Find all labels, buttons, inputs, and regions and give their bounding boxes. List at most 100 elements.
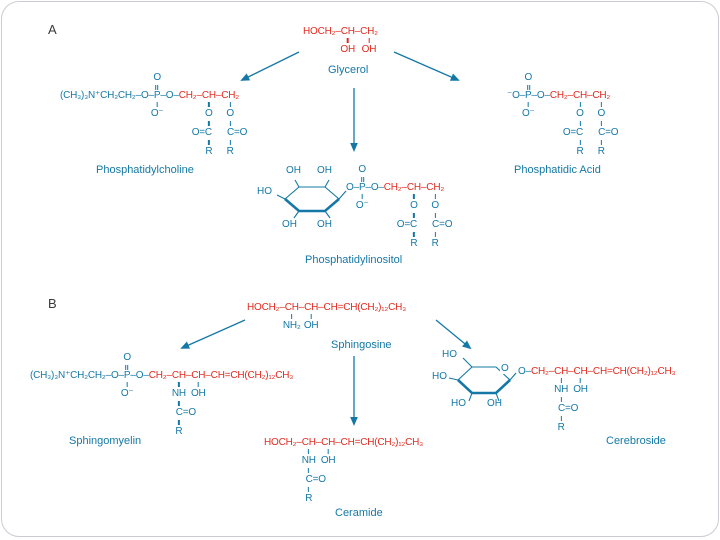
- phosphatidic-acid-label: Phosphatidic Acid: [514, 164, 601, 176]
- chain-column: HOCH₂: [303, 26, 336, 38]
- formula-fragment: CH: [284, 302, 299, 313]
- formula-fragment: –: [185, 370, 192, 381]
- inositol-ring-bond: [276, 194, 286, 200]
- formula-fragment: O: [346, 182, 354, 193]
- chain-column: O: [518, 366, 526, 378]
- atom-group: C=O: [226, 127, 248, 138]
- chain-column: –: [568, 90, 574, 102]
- ring-substituent-label: OH: [317, 219, 332, 230]
- double-bond: [155, 85, 159, 90]
- atom-group: OH: [320, 455, 336, 466]
- bond: [291, 314, 293, 319]
- double-bond: [125, 365, 129, 370]
- atom-group: R: [410, 238, 418, 249]
- bond: [308, 468, 310, 473]
- formula-fragment: –: [296, 437, 302, 448]
- branch-below: NH C=O R: [551, 377, 578, 434]
- branch-below: OH: [191, 381, 206, 400]
- formula-fragment: –: [587, 366, 594, 377]
- chain-column: (CH₃)₃N⁺CH₂CH₂: [60, 90, 136, 102]
- formula-fragment: –O–: [531, 90, 551, 101]
- formula-fragment: CH=CH(CH₂)₁₂CH₃: [592, 366, 676, 377]
- bond: [126, 382, 128, 387]
- chain-column: –: [355, 26, 361, 38]
- ring-substituent-label: HO: [451, 398, 466, 409]
- atom-group: R: [175, 426, 183, 437]
- atom-group: R: [557, 422, 565, 433]
- atom-group: R: [226, 146, 234, 157]
- branch-below: O⁻: [151, 101, 164, 120]
- atom-group: NH₂: [282, 320, 301, 331]
- formula-fragment: CH=CH(CH₂)₁₂CH₃: [340, 437, 424, 448]
- atom-group: O⁻: [355, 200, 369, 211]
- formula-fragment: P: [358, 182, 366, 193]
- atom-group: O: [358, 164, 366, 175]
- chain-column: CH=CH(CH₂)₁₂CH₃: [323, 302, 407, 314]
- formula-fragment: CH: [573, 366, 588, 377]
- atom-group: O: [524, 72, 533, 83]
- formula-fragment: (CH₃)₃N⁺CH₂CH₂: [30, 370, 106, 381]
- double-bond: [526, 85, 530, 90]
- atom-group: OH: [361, 44, 377, 55]
- ring-substituent-label: OH: [282, 219, 297, 230]
- bond: [579, 102, 581, 107]
- galactose-ring-front-edge: [457, 379, 511, 395]
- atom-group: C=O: [557, 403, 579, 414]
- bond: [413, 194, 415, 199]
- formula-fragment: –: [353, 182, 360, 193]
- branch-above: O: [358, 164, 366, 183]
- chain-column: –: [587, 366, 594, 378]
- galactose-ring-bond: [509, 372, 517, 381]
- chain-column: –: [549, 366, 555, 378]
- formula-fragment: –: [525, 366, 532, 377]
- ring-substituent-label: O: [500, 363, 510, 374]
- formula-fragment: CH: [201, 90, 216, 101]
- chain-column: CH OH: [573, 366, 588, 395]
- glycerol-label: Glycerol: [328, 64, 369, 76]
- formula-fragment: –: [215, 90, 222, 101]
- bond: [178, 382, 180, 387]
- ring-substituent-label: HO: [442, 349, 457, 360]
- formula-fragment: CH: [191, 370, 206, 381]
- chain-column: –: [196, 90, 202, 102]
- formula-fragment: –: [401, 182, 408, 193]
- atom-group: NH: [554, 384, 569, 395]
- inositol-ring-bond: [294, 179, 300, 188]
- chain-column: CH₂: [149, 370, 167, 382]
- bond: [361, 194, 363, 199]
- ring-substituent-label: OH: [487, 398, 502, 409]
- atom-group: O: [431, 200, 439, 211]
- chain-column: –: [318, 302, 324, 314]
- formula-fragment: CH=CH(CH₂)₁₂CH₃: [323, 302, 407, 313]
- bond: [434, 194, 436, 199]
- formula-fragment: HOCH₂: [303, 26, 336, 37]
- phosphatidylinositol-label: Phosphatidylinositol: [305, 254, 403, 266]
- chain-column: –: [587, 90, 593, 102]
- formula-fragment: –: [318, 302, 324, 313]
- atom-group: OH: [573, 384, 588, 395]
- inositol-ring-front-edge: [284, 198, 340, 213]
- formula-fragment: CH: [304, 302, 319, 313]
- formula-fragment: –: [196, 90, 202, 101]
- panel-b-label: B: [48, 296, 57, 311]
- atom-group: R: [431, 238, 439, 249]
- chain-column: –: [279, 302, 285, 314]
- atom-group: O: [226, 108, 234, 119]
- bond: [310, 314, 312, 319]
- chain-column: –: [525, 366, 532, 378]
